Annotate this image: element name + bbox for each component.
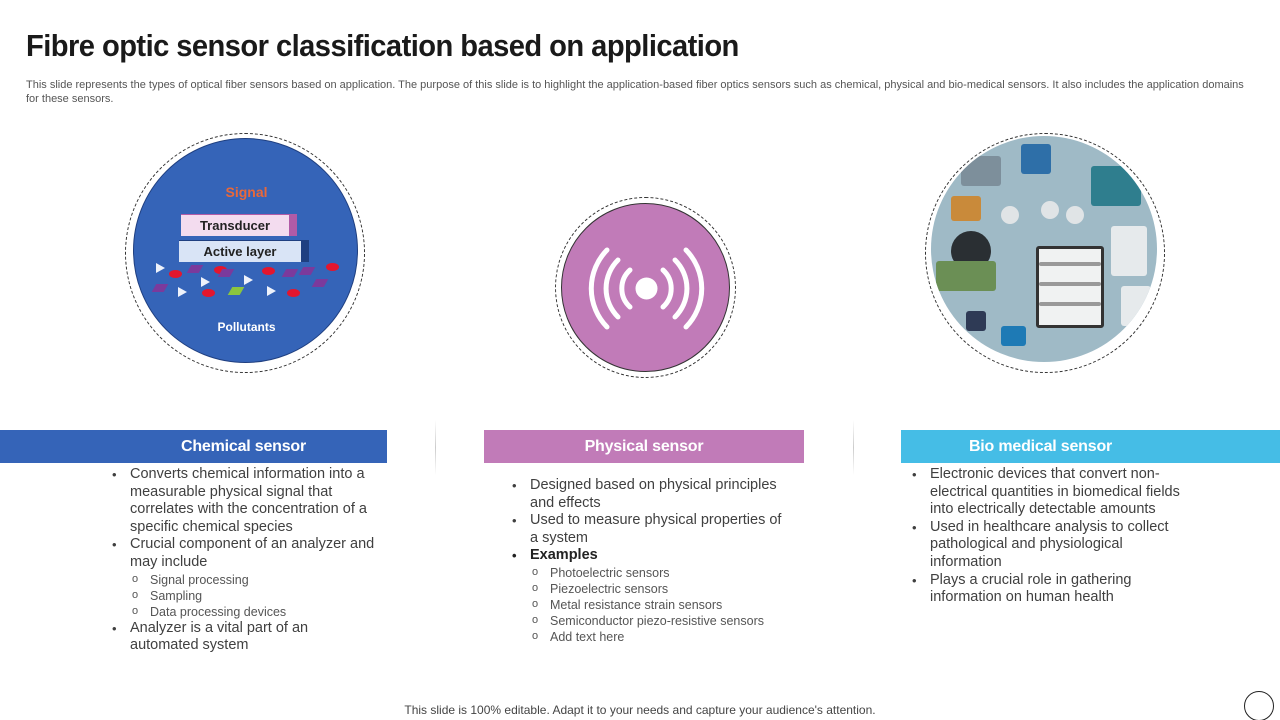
biomedical-dashed-ring	[925, 133, 1165, 373]
physical-sensor-header: Physical sensor	[484, 430, 804, 463]
pollutant-oval-icon	[287, 289, 300, 297]
component	[961, 156, 1001, 186]
physical-dashed-ring	[555, 197, 736, 378]
list-item: Analyzer is a vital part of an automated…	[110, 620, 380, 655]
list-item: Used in healthcare analysis to collect p…	[910, 519, 1180, 572]
signal-label: Signal	[225, 184, 268, 200]
component	[1036, 246, 1104, 328]
sub-list-item: Semiconductor piezo-resistive sensors	[510, 612, 790, 629]
component	[1111, 226, 1147, 276]
list-item: Converts chemical information into a mea…	[110, 466, 380, 536]
component	[966, 311, 986, 331]
chemical-sensor-header: Chemical sensor	[0, 430, 387, 463]
analyte-triangle-icon	[201, 277, 210, 287]
pollutant-oval-icon	[262, 267, 275, 275]
electronics-photo	[931, 136, 1157, 362]
biomedical-sensor-header: Bio medical sensor	[901, 430, 1280, 463]
component	[1091, 166, 1141, 206]
pollutant-oval-icon	[326, 263, 339, 271]
component	[936, 261, 996, 291]
pollutant-shape-icon	[281, 269, 299, 277]
list-item: Electronic devices that convert non-elec…	[910, 466, 1180, 519]
sub-list-item: Photoelectric sensors	[510, 564, 790, 581]
sub-list-item: Data processing devices	[110, 603, 380, 620]
list-item: Designed based on physical principles an…	[510, 477, 790, 512]
pollutant-shape-icon	[227, 287, 245, 295]
pollutant-shape-icon	[217, 269, 235, 277]
biomedical-sensor-list: Electronic devices that convert non-elec…	[910, 466, 1180, 607]
corner-circle-icon	[1244, 691, 1274, 720]
column-divider	[853, 420, 854, 475]
component	[1041, 201, 1059, 219]
list-item: Examples	[510, 547, 790, 565]
pollutants-label: Pollutants	[217, 320, 276, 334]
pollutant-oval-icon	[169, 270, 182, 278]
transducer-layer: Transducer	[181, 214, 297, 236]
chemical-sensor-diagram: Signal Transducer Active layer Pollutant…	[133, 138, 358, 363]
column-divider	[435, 420, 436, 475]
sub-list-item: Metal resistance strain sensors	[510, 596, 790, 613]
physical-sensor-circle	[561, 203, 730, 372]
sub-list-item: Sampling	[110, 587, 380, 604]
analyte-triangle-icon	[178, 287, 187, 297]
analyte-triangle-icon	[156, 263, 165, 273]
component	[1039, 282, 1101, 286]
component	[1021, 144, 1051, 174]
component	[1066, 206, 1084, 224]
active-layer: Active layer	[179, 240, 309, 262]
pollutant-shape-icon	[298, 267, 316, 275]
pollutant-shape-icon	[311, 279, 329, 287]
sub-list-item: Signal processing	[110, 571, 380, 588]
component	[1001, 206, 1019, 224]
pollutant-shape-icon	[151, 284, 169, 292]
pollutant-shape-icon	[186, 265, 204, 273]
list-item: Used to measure physical properties of a…	[510, 512, 790, 547]
pollutant-oval-icon	[202, 289, 215, 297]
chemical-sensor-list: Converts chemical information into a mea…	[110, 466, 380, 655]
sub-list-item: Add text here	[510, 628, 790, 645]
component	[1121, 286, 1151, 326]
page-subtitle: This slide represents the types of optic…	[26, 79, 1244, 105]
component	[1039, 262, 1101, 266]
page-title: Fibre optic sensor classification based …	[26, 28, 739, 63]
footer-note: This slide is 100% editable. Adapt it to…	[404, 703, 876, 717]
physical-sensor-list: Designed based on physical principles an…	[510, 477, 790, 645]
component	[1039, 302, 1101, 306]
sub-list-item: Piezoelectric sensors	[510, 580, 790, 597]
analyte-triangle-icon	[267, 286, 276, 296]
component	[951, 196, 981, 221]
list-item: Plays a crucial role in gathering inform…	[910, 572, 1180, 607]
list-item: Crucial component of an analyzer and may…	[110, 536, 380, 571]
analyte-triangle-icon	[244, 275, 253, 285]
chemical-dashed-ring	[125, 133, 365, 373]
wireless-signal-icon	[588, 247, 705, 330]
component	[1001, 326, 1026, 346]
